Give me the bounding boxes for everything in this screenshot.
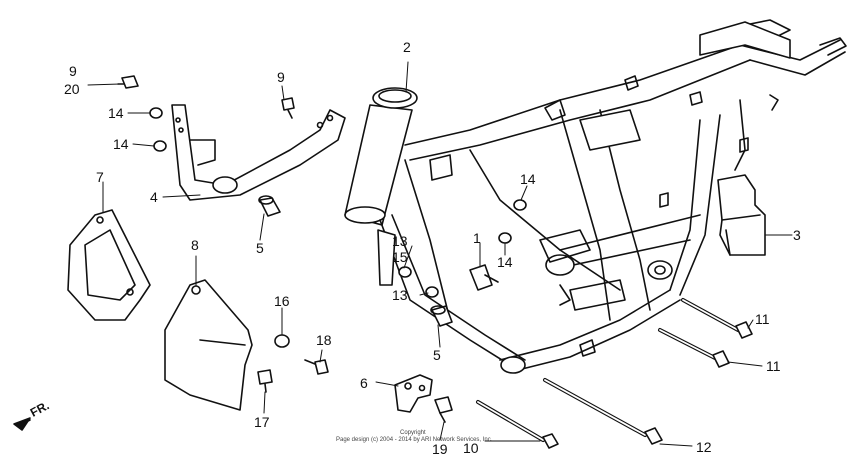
part-5-collars xyxy=(258,195,453,327)
callout-17: 17 xyxy=(254,414,270,430)
part-7-side-plate xyxy=(67,209,151,321)
callout-6: 6 xyxy=(360,375,368,391)
main-frame xyxy=(344,19,847,374)
callout-13-top: 13 xyxy=(392,233,408,249)
front-arrow-icon xyxy=(13,417,31,431)
callout-16: 16 xyxy=(274,293,290,309)
callout-9-left: 9 xyxy=(69,63,77,79)
callout-13-bottom: 13 xyxy=(392,287,408,303)
part-3-bracket xyxy=(717,174,766,256)
callout-14-top: 14 xyxy=(108,105,124,121)
callout-3: 3 xyxy=(793,227,801,243)
part-6-bracket xyxy=(394,374,433,413)
part-4-engine-hanger xyxy=(171,104,346,201)
part-8-plate xyxy=(164,279,253,411)
callout-10: 10 xyxy=(463,440,479,456)
copyright-line-2: Page design (c) 2004 - 2014 by ARI Netwo… xyxy=(336,437,493,443)
leader-lines xyxy=(87,61,793,447)
small-fasteners xyxy=(117,75,527,423)
part-1-clamp xyxy=(469,264,499,291)
callout-14-left: 14 xyxy=(113,136,129,152)
callout-2: 2 xyxy=(403,39,411,55)
callout-19: 19 xyxy=(432,441,448,457)
callout-8: 8 xyxy=(191,237,199,253)
callout-5-left: 5 xyxy=(256,240,264,256)
callout-12: 12 xyxy=(696,439,712,455)
callout-11-bottom: 11 xyxy=(766,358,781,374)
long-bolts xyxy=(476,298,753,449)
callout-1: 1 xyxy=(473,230,481,246)
callout-18: 18 xyxy=(316,332,332,348)
callout-14-lower: 14 xyxy=(497,254,513,270)
callout-14-center: 14 xyxy=(520,171,536,187)
copyright-line-1: Copyright xyxy=(400,430,426,436)
callout-11-top: 11 xyxy=(755,311,770,327)
callout-20: 20 xyxy=(64,81,80,97)
callout-15: 15 xyxy=(392,249,408,265)
callout-5-right: 5 xyxy=(433,347,441,363)
callout-9-right: 9 xyxy=(277,69,285,85)
callout-4: 4 xyxy=(150,189,158,205)
callout-7: 7 xyxy=(96,169,104,185)
